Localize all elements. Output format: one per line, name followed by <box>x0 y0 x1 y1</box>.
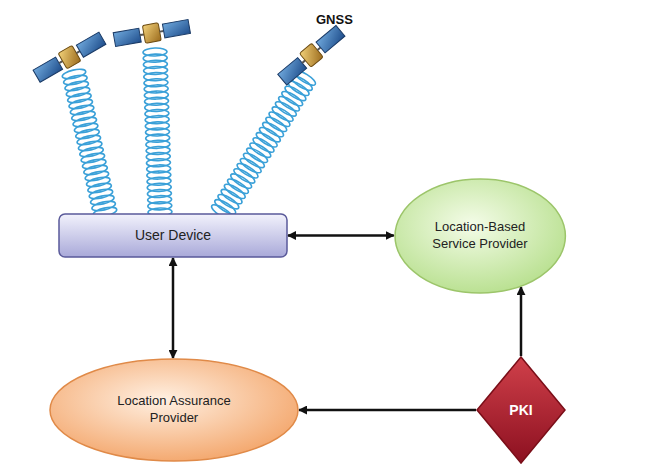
coil-turn <box>61 67 86 80</box>
coil-turn <box>91 199 116 212</box>
coil-turn <box>76 133 101 146</box>
coil-turn <box>71 109 96 122</box>
coil-turn <box>83 163 108 176</box>
connector-arrow <box>299 409 476 412</box>
gnss-label: GNSS <box>316 12 353 27</box>
coil-turn <box>74 121 99 134</box>
pki-diamond: PKI <box>476 356 566 464</box>
coil-turn <box>87 181 112 194</box>
coil-turn <box>67 91 92 104</box>
device-box: User Device <box>58 213 288 258</box>
coil-turn <box>79 145 104 158</box>
satellite <box>113 18 191 49</box>
coil-turn <box>63 73 88 86</box>
connector-arrow <box>288 234 394 237</box>
coil-turn <box>84 169 109 182</box>
coil-turn <box>80 151 105 164</box>
connector-arrow <box>172 258 175 358</box>
coil-turn <box>64 79 89 92</box>
coil-turn <box>75 127 100 140</box>
coil-turn <box>86 175 111 188</box>
node-label: PKI <box>501 401 541 419</box>
satellite <box>276 24 346 87</box>
coil-turn <box>78 139 103 152</box>
provider-ellipse: Location-Based Service Provider <box>394 178 566 294</box>
coil-turn <box>72 115 97 128</box>
connector-arrow <box>520 287 523 356</box>
coil-turn <box>65 85 90 98</box>
coil-turn <box>68 97 93 110</box>
node-label: Location Assurance Provider <box>94 393 254 427</box>
node-label: Location-Based Service Provider <box>424 219 536 253</box>
coil-turn <box>88 187 113 200</box>
satellite <box>32 30 107 84</box>
provider-ellipse: Location Assurance Provider <box>49 358 299 462</box>
node-label: User Device <box>73 226 273 244</box>
coil-turn <box>82 157 107 170</box>
coil-turn <box>70 103 95 116</box>
coil-turn <box>90 193 115 206</box>
